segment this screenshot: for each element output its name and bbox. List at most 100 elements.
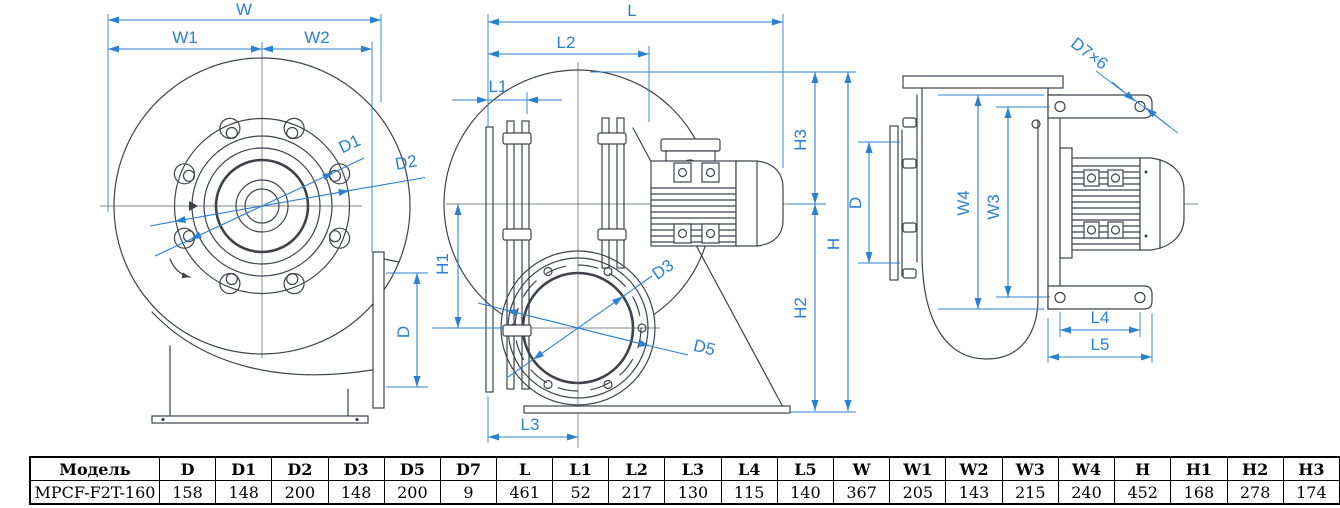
scroll-casing-rear bbox=[921, 87, 1039, 360]
mounting-bracket-top bbox=[1047, 94, 1153, 119]
dim-line-d7 bbox=[1111, 81, 1136, 102]
table-cell-d2: 200 bbox=[271, 480, 329, 504]
dim-label-d7x6: D7×6 bbox=[1067, 34, 1111, 74]
inlet-plate bbox=[485, 126, 494, 393]
table-cell-model: MPCF-F2T-160 bbox=[30, 480, 160, 504]
mounting-bracket-bottom bbox=[1047, 285, 1153, 310]
terminal-box-lid bbox=[660, 138, 721, 152]
dim-label-h1: H1 bbox=[433, 253, 452, 275]
flange-bolt bbox=[902, 222, 917, 233]
table-header-w4: W4 bbox=[1057, 457, 1116, 481]
dim-label-w3: W3 bbox=[984, 194, 1003, 220]
dim-label-d2: D2 bbox=[394, 151, 419, 173]
motor-rear bbox=[1059, 147, 1185, 259]
side-view: L L2 L1 H1 L3 D3 D5 bbox=[432, 1, 856, 448]
cooling-fins bbox=[650, 187, 737, 243]
table-header-row: Модель D D1 D2 D3 D5 D7 L L1 L2 L3 L4 L5… bbox=[30, 457, 1340, 481]
table-header-l5: L5 bbox=[776, 457, 835, 481]
flange-bar bbox=[521, 120, 530, 390]
dim-line-d2 bbox=[174, 189, 350, 223]
rear-view: D W4 W3 L4 L5 D7×6 bbox=[846, 34, 1198, 363]
table-cell-d1: 148 bbox=[215, 480, 273, 504]
dimension-table: Модель D D1 D2 D3 D5 D7 L L1 L2 L3 L4 L5… bbox=[29, 456, 1340, 505]
base-hole bbox=[355, 417, 359, 422]
motor-end-bell bbox=[735, 160, 784, 247]
table-header-d: D bbox=[158, 457, 217, 481]
tie-rod-boss bbox=[673, 162, 692, 183]
table-header-w: W bbox=[833, 457, 891, 481]
table-cell-d7: 9 bbox=[439, 480, 498, 504]
table-cell-l4: 115 bbox=[720, 480, 778, 504]
tie-rod-boss bbox=[701, 162, 720, 183]
motor-body bbox=[650, 160, 737, 247]
table-header-w2: W2 bbox=[945, 457, 1003, 481]
table-header-w1: W1 bbox=[889, 457, 947, 481]
motor-body bbox=[1071, 157, 1141, 251]
dim-label-h: H bbox=[824, 238, 843, 250]
base-hole bbox=[161, 417, 165, 422]
table-header-h3: H3 bbox=[1282, 457, 1340, 481]
table-cell-l5: 140 bbox=[776, 480, 835, 504]
dim-label-l2: L2 bbox=[557, 33, 576, 52]
outlet-flange bbox=[372, 251, 385, 409]
rotation-arrow-icon bbox=[169, 258, 191, 279]
table-header-l3: L3 bbox=[664, 457, 722, 481]
mounting-hole bbox=[1031, 119, 1041, 129]
table-header-w3: W3 bbox=[1001, 457, 1059, 481]
dim-label-h2: H2 bbox=[791, 297, 810, 319]
table-header-h2: H2 bbox=[1226, 457, 1284, 481]
table-header-l2: L2 bbox=[608, 457, 666, 481]
dim-label-l3: L3 bbox=[521, 415, 540, 434]
table-header-d1: D1 bbox=[215, 457, 273, 481]
table-header-h: H bbox=[1114, 457, 1172, 481]
table-header-model: Модель bbox=[30, 457, 160, 481]
side-dimensions: L L2 L1 H1 L3 D3 D5 bbox=[432, 1, 856, 443]
dim-line-d7 bbox=[1145, 107, 1171, 128]
dim-label-l: L bbox=[627, 1, 636, 20]
flange-bar bbox=[601, 117, 610, 269]
table-header-l4: L4 bbox=[720, 457, 778, 481]
tie-rod-boss bbox=[1083, 221, 1100, 239]
front-dimensions: W W1 W2 D1 D2 D bbox=[107, 0, 428, 388]
dim-label-d1: D1 bbox=[336, 131, 364, 157]
table-row: MPCF-F2T-160 158 148 200 148 200 9 461 5… bbox=[30, 480, 1340, 504]
dim-label-w: W bbox=[236, 0, 252, 19]
dim-label-l1: L1 bbox=[489, 77, 508, 96]
dim-label-d5: D5 bbox=[691, 336, 717, 360]
table-cell-l2: 217 bbox=[608, 480, 666, 504]
dim-label-w2: W2 bbox=[304, 28, 330, 47]
inlet-plate bbox=[889, 125, 899, 281]
table-cell-w3: 215 bbox=[1001, 480, 1059, 504]
dim-label-h3: H3 bbox=[791, 129, 810, 151]
base-plate bbox=[151, 415, 369, 424]
dim-label-w1: W1 bbox=[172, 28, 198, 47]
flange-bolt bbox=[902, 158, 917, 169]
table-cell-w4: 240 bbox=[1057, 480, 1116, 504]
motor-side bbox=[650, 138, 784, 247]
mounting-hole bbox=[1054, 291, 1066, 304]
dim-label-w4: W4 bbox=[954, 190, 973, 216]
tie-rod-boss bbox=[701, 223, 720, 244]
table-cell-w2: 143 bbox=[945, 480, 1003, 504]
table-cell-l: 461 bbox=[495, 480, 554, 504]
bolt-ears bbox=[173, 117, 351, 295]
scroll-casing bbox=[151, 311, 373, 376]
dim-label-d-rear: D bbox=[846, 197, 865, 209]
table-cell-d5: 200 bbox=[383, 480, 441, 504]
flange-bolt bbox=[502, 324, 532, 337]
flange-bolt bbox=[902, 117, 917, 128]
keyway-marker bbox=[189, 201, 198, 211]
table-cell-h2: 278 bbox=[1226, 480, 1284, 504]
dim-label-d: D bbox=[394, 326, 413, 338]
mounting-plate bbox=[1031, 94, 1153, 310]
table-header-d3: D3 bbox=[327, 457, 385, 481]
table-cell-d: 158 bbox=[158, 480, 217, 504]
table-cell-l3: 130 bbox=[664, 480, 722, 504]
table-header-d5: D5 bbox=[383, 457, 441, 481]
flange-bolt bbox=[502, 132, 532, 145]
tie-rod-boss bbox=[1107, 169, 1124, 187]
flange-bolt bbox=[597, 132, 627, 145]
table-header-d7: D7 bbox=[439, 457, 498, 481]
table-cell-w1: 205 bbox=[889, 480, 947, 504]
tie-rod-boss bbox=[673, 223, 692, 244]
